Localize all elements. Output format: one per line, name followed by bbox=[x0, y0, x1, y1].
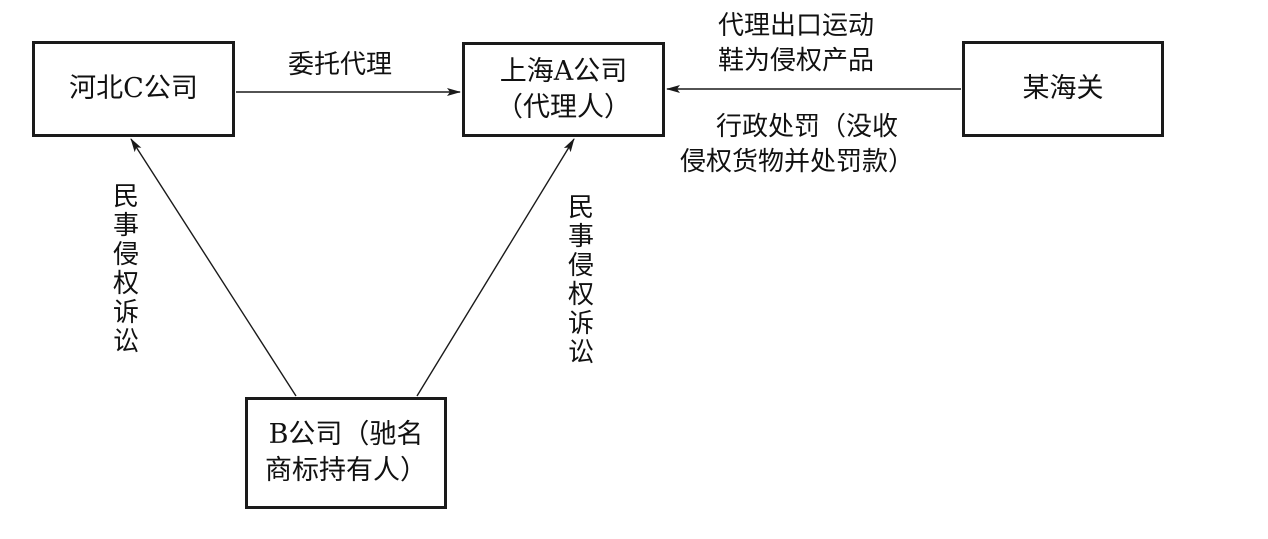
edge-label-penalty: 行政处罚（没收 侵权货物并处罚款） bbox=[680, 110, 914, 180]
node-hebei-c-company: 河北C公司 bbox=[32, 41, 235, 137]
edge-label-suit-right: 民事侵权诉讼 bbox=[567, 193, 594, 368]
node-bcompany-label: B公司（驰名 bbox=[268, 419, 424, 450]
node-shanghai-label: 上海A公司 bbox=[499, 55, 628, 87]
edge-label-entrust-text: 委托代理 bbox=[288, 50, 393, 80]
edge-label-export-line2: 鞋为侵权产品 bbox=[718, 46, 875, 76]
edge-label-entrust: 委托代理 bbox=[288, 48, 392, 83]
edge-label-export: 代理出口运动 鞋为侵权产品 bbox=[718, 9, 874, 79]
edge-label-penalty-line1: 行政处罚（没收 bbox=[716, 112, 899, 142]
arrow-bcompany-to-shanghai bbox=[416, 138, 575, 397]
edge-label-penalty-line2: 侵权货物并处罚款） bbox=[680, 147, 915, 177]
node-shanghai-role: （代理人） bbox=[496, 91, 631, 123]
node-hebei-label: 河北C公司 bbox=[69, 73, 198, 104]
node-b-company: B公司（驰名 商标持有人） bbox=[245, 397, 447, 509]
edge-label-export-line1: 代理出口运动 bbox=[718, 11, 875, 41]
node-customs: 某海关 bbox=[962, 41, 1164, 137]
node-shanghai-a-company: 上海A公司 （代理人） bbox=[462, 42, 665, 137]
arrow-bcompany-to-hebei bbox=[130, 138, 297, 397]
node-customs-label: 某海关 bbox=[1022, 73, 1104, 104]
edge-label-suit-left: 民事侵权诉讼 bbox=[112, 182, 139, 357]
node-bcompany-role: 商标持有人） bbox=[265, 455, 427, 486]
